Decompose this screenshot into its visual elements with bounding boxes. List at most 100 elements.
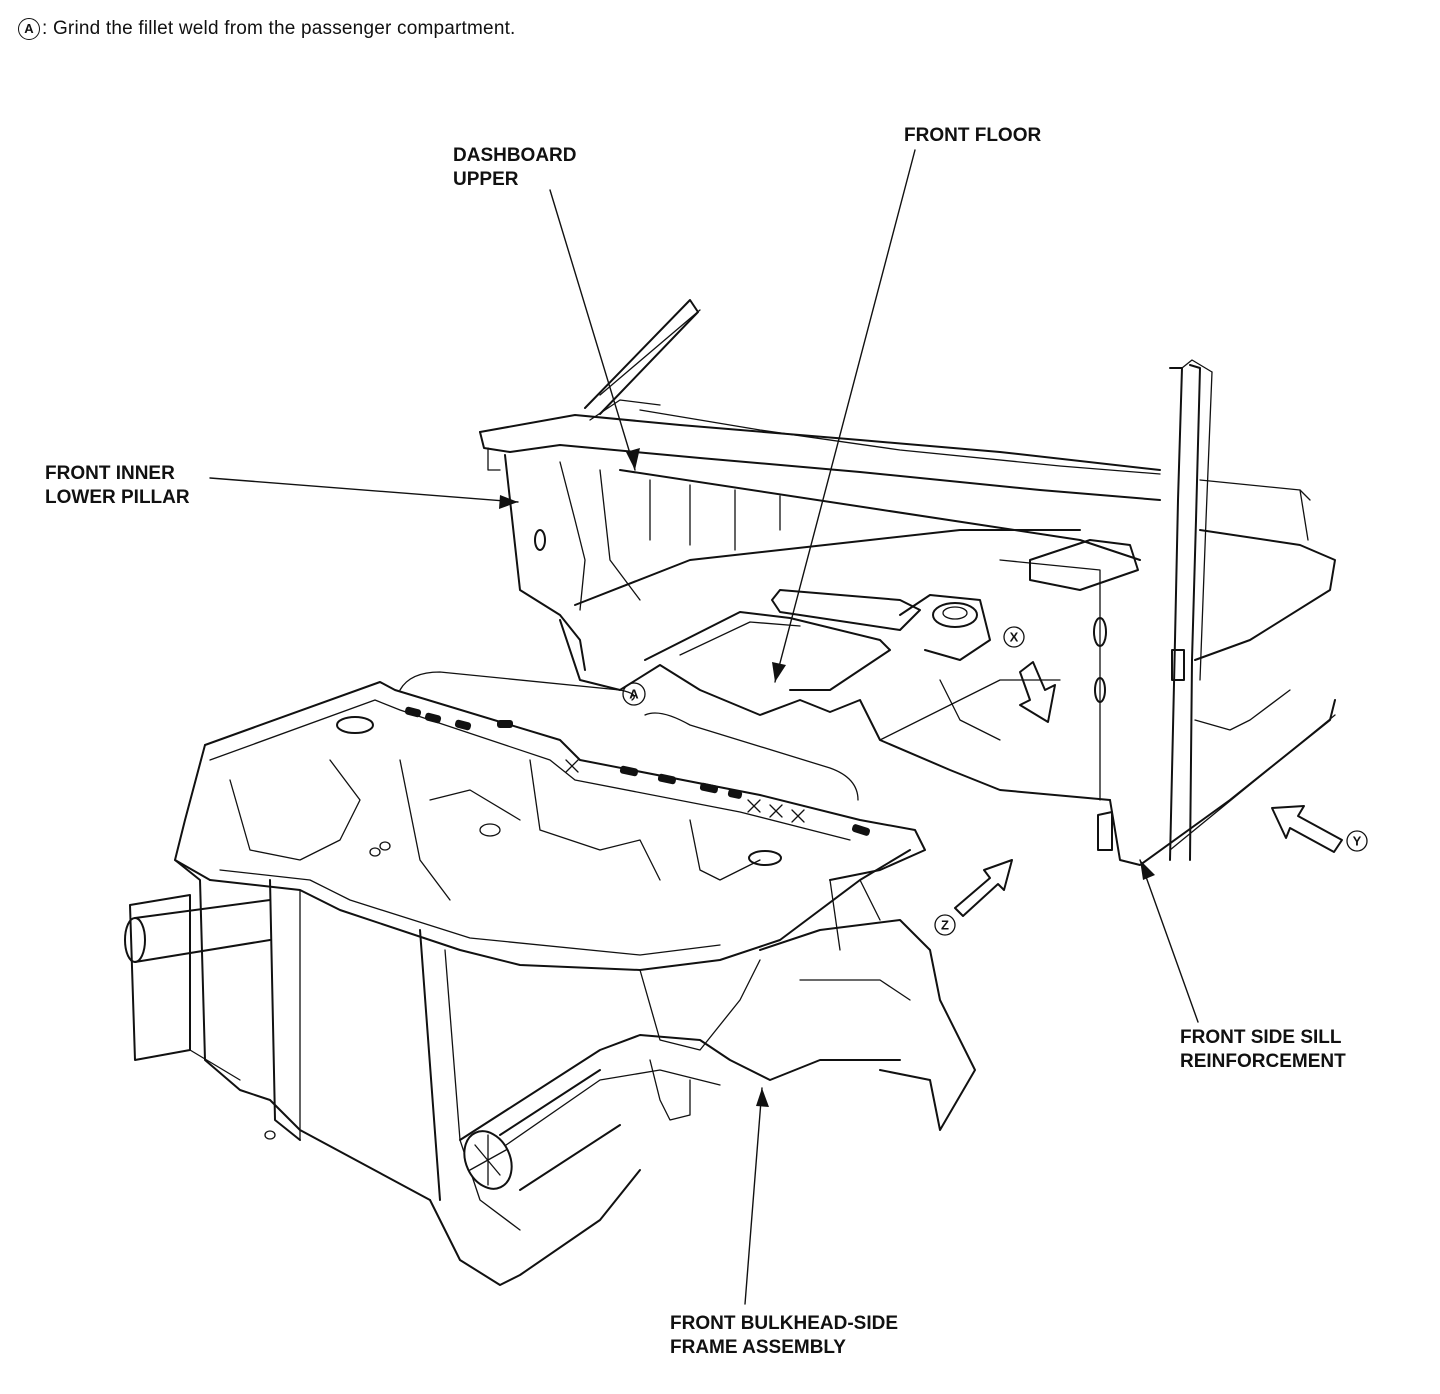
label-front-inner-lower-pillar-line2: LOWER PILLAR — [45, 487, 190, 508]
left-strut-tower — [229, 759, 361, 861]
upper-rail-outer — [204, 681, 926, 881]
label-front-bulkhead-line2: FRAME ASSEMBLY — [670, 1337, 846, 1358]
side-frame-lower-rail — [459, 1034, 901, 1141]
radiator-post-left — [269, 879, 301, 1141]
marker-a-circle — [622, 682, 646, 706]
weld-8 — [727, 789, 743, 799]
marker-x-label: X — [1010, 630, 1019, 645]
weld-4 — [497, 720, 513, 728]
right-pillar-edge — [1199, 371, 1213, 681]
arrow-x — [1019, 661, 1056, 723]
right-pillar-outer — [1169, 367, 1183, 861]
weld-x-row — [747, 799, 805, 823]
radiator-lower-edge — [189, 1049, 241, 1081]
label-front-bulkhead-side-frame-assembly: FRONT BULKHEAD-SIDE FRAME ASSEMBLY — [670, 1312, 898, 1360]
side-frame-inner-ribs — [829, 879, 881, 951]
cowl-top-edge — [479, 414, 1161, 471]
weld-1 — [404, 706, 422, 718]
label-dashboard-upper-line1: DASHBOARD — [453, 145, 577, 166]
leader-front-side-sill-arrowhead — [1140, 860, 1155, 880]
instruction-note: A: Grind the fillet weld from the passen… — [18, 18, 516, 40]
weld-3 — [454, 719, 472, 731]
weld-9 — [851, 824, 871, 836]
label-front-bulkhead-line1: FRONT BULKHEAD-SIDE — [670, 1313, 898, 1334]
radiator-hole — [264, 1130, 276, 1140]
a-pillar-left — [584, 299, 699, 415]
label-dashboard-upper-line2: UPPER — [453, 169, 519, 190]
inner-panel-ribs-2 — [529, 759, 661, 881]
weld-2 — [424, 712, 442, 724]
floor-right-wall — [999, 559, 1101, 801]
right-pillar-top — [1181, 359, 1213, 373]
radiator-lower-frame — [174, 859, 431, 1201]
floor-pan-recess — [644, 611, 891, 691]
radiator-post-right-inner — [444, 949, 521, 1231]
panel-hole-3 — [379, 841, 391, 851]
bulkhead-front-rail-inner — [219, 869, 721, 956]
label-front-side-sill-line1: FRONT SIDE SILL — [1180, 1027, 1342, 1048]
leader-front-side-sill — [1139, 859, 1199, 1023]
tunnel-opening-inner — [942, 606, 968, 620]
label-front-inner-lower-pillar: FRONT INNER LOWER PILLAR — [45, 462, 190, 510]
label-front-inner-lower-pillar-line1: FRONT INNER — [45, 463, 175, 484]
radiator-post-right — [419, 929, 441, 1201]
dashboard-lower-edge — [619, 469, 1141, 561]
bulkhead-front-rail — [209, 849, 911, 971]
tunnel-opening — [932, 602, 978, 628]
door-line — [1199, 479, 1311, 501]
label-front-side-sill-reinforcement: FRONT SIDE SILL REINFORCEMENT — [1180, 1026, 1346, 1074]
marker-z-circle — [934, 914, 956, 936]
direction-arrows: X Y Z — [934, 626, 1368, 936]
leader-dashboard-upper — [549, 189, 636, 471]
floor-tunnel-housing — [899, 594, 991, 661]
side-frame-tube — [499, 1069, 621, 1191]
leader-front-bulkhead — [744, 1087, 763, 1305]
marker-y-label: Y — [1353, 834, 1362, 849]
cowl-inner-line — [639, 409, 1161, 475]
dashboard-right-bracket — [1029, 539, 1139, 591]
sill-step — [1194, 689, 1291, 731]
inner-panel-ribs — [399, 759, 521, 901]
leader-front-inner-lower-pillar-arrowhead — [499, 495, 518, 509]
cowl-corner — [589, 399, 661, 421]
sill-hole-upper — [1093, 617, 1107, 647]
side-floor-outline — [1194, 529, 1336, 661]
label-front-side-sill-line2: REINFORCEMENT — [1180, 1051, 1346, 1072]
pillar-hole — [534, 529, 546, 551]
leader-front-bulkhead-arrowhead — [756, 1088, 769, 1107]
sill-hole-lower — [1094, 677, 1106, 703]
floor-pan-inner — [679, 621, 801, 656]
leader-front-inner-lower-pillar — [209, 477, 519, 503]
side-frame-lower-rail-inner — [469, 1069, 721, 1171]
a-pillar-left-inner — [599, 309, 701, 396]
right-strut-hole — [748, 850, 782, 866]
marker-a-symbol: A — [18, 18, 40, 40]
dashboard-left-wall — [504, 454, 586, 671]
strut-mount-hole — [336, 716, 374, 734]
cowl-left-tab — [487, 447, 501, 471]
floor-crossmember — [771, 589, 921, 631]
bracket-right-arm — [644, 712, 859, 801]
side-frame-apron-rib — [799, 979, 911, 1001]
sill-inner-line — [1169, 714, 1336, 851]
sill-clip — [1097, 811, 1113, 851]
upper-rail-inner — [209, 699, 851, 841]
arrow-y — [1271, 805, 1343, 853]
panel-hole-1 — [479, 823, 501, 837]
bulkhead-left-upper — [174, 744, 211, 881]
right-strut-base — [689, 819, 761, 881]
frame-bracket — [649, 1059, 691, 1121]
marker-z-label: Z — [941, 918, 949, 933]
marker-x-circle — [1003, 626, 1025, 648]
floor-rib — [879, 679, 1061, 741]
side-frame-front-end — [429, 1169, 641, 1286]
side-frame-end-cap-cross — [469, 1134, 507, 1186]
weld-zone-a-bracket: A — [399, 671, 859, 801]
bracket-left-arm — [399, 671, 635, 701]
leader-lines — [209, 149, 1199, 1305]
arrow-z — [954, 859, 1013, 917]
rear-body-assembly — [479, 299, 1336, 866]
floor-front-edge — [574, 529, 1081, 606]
dashboard-left-wall-inner — [559, 461, 586, 611]
